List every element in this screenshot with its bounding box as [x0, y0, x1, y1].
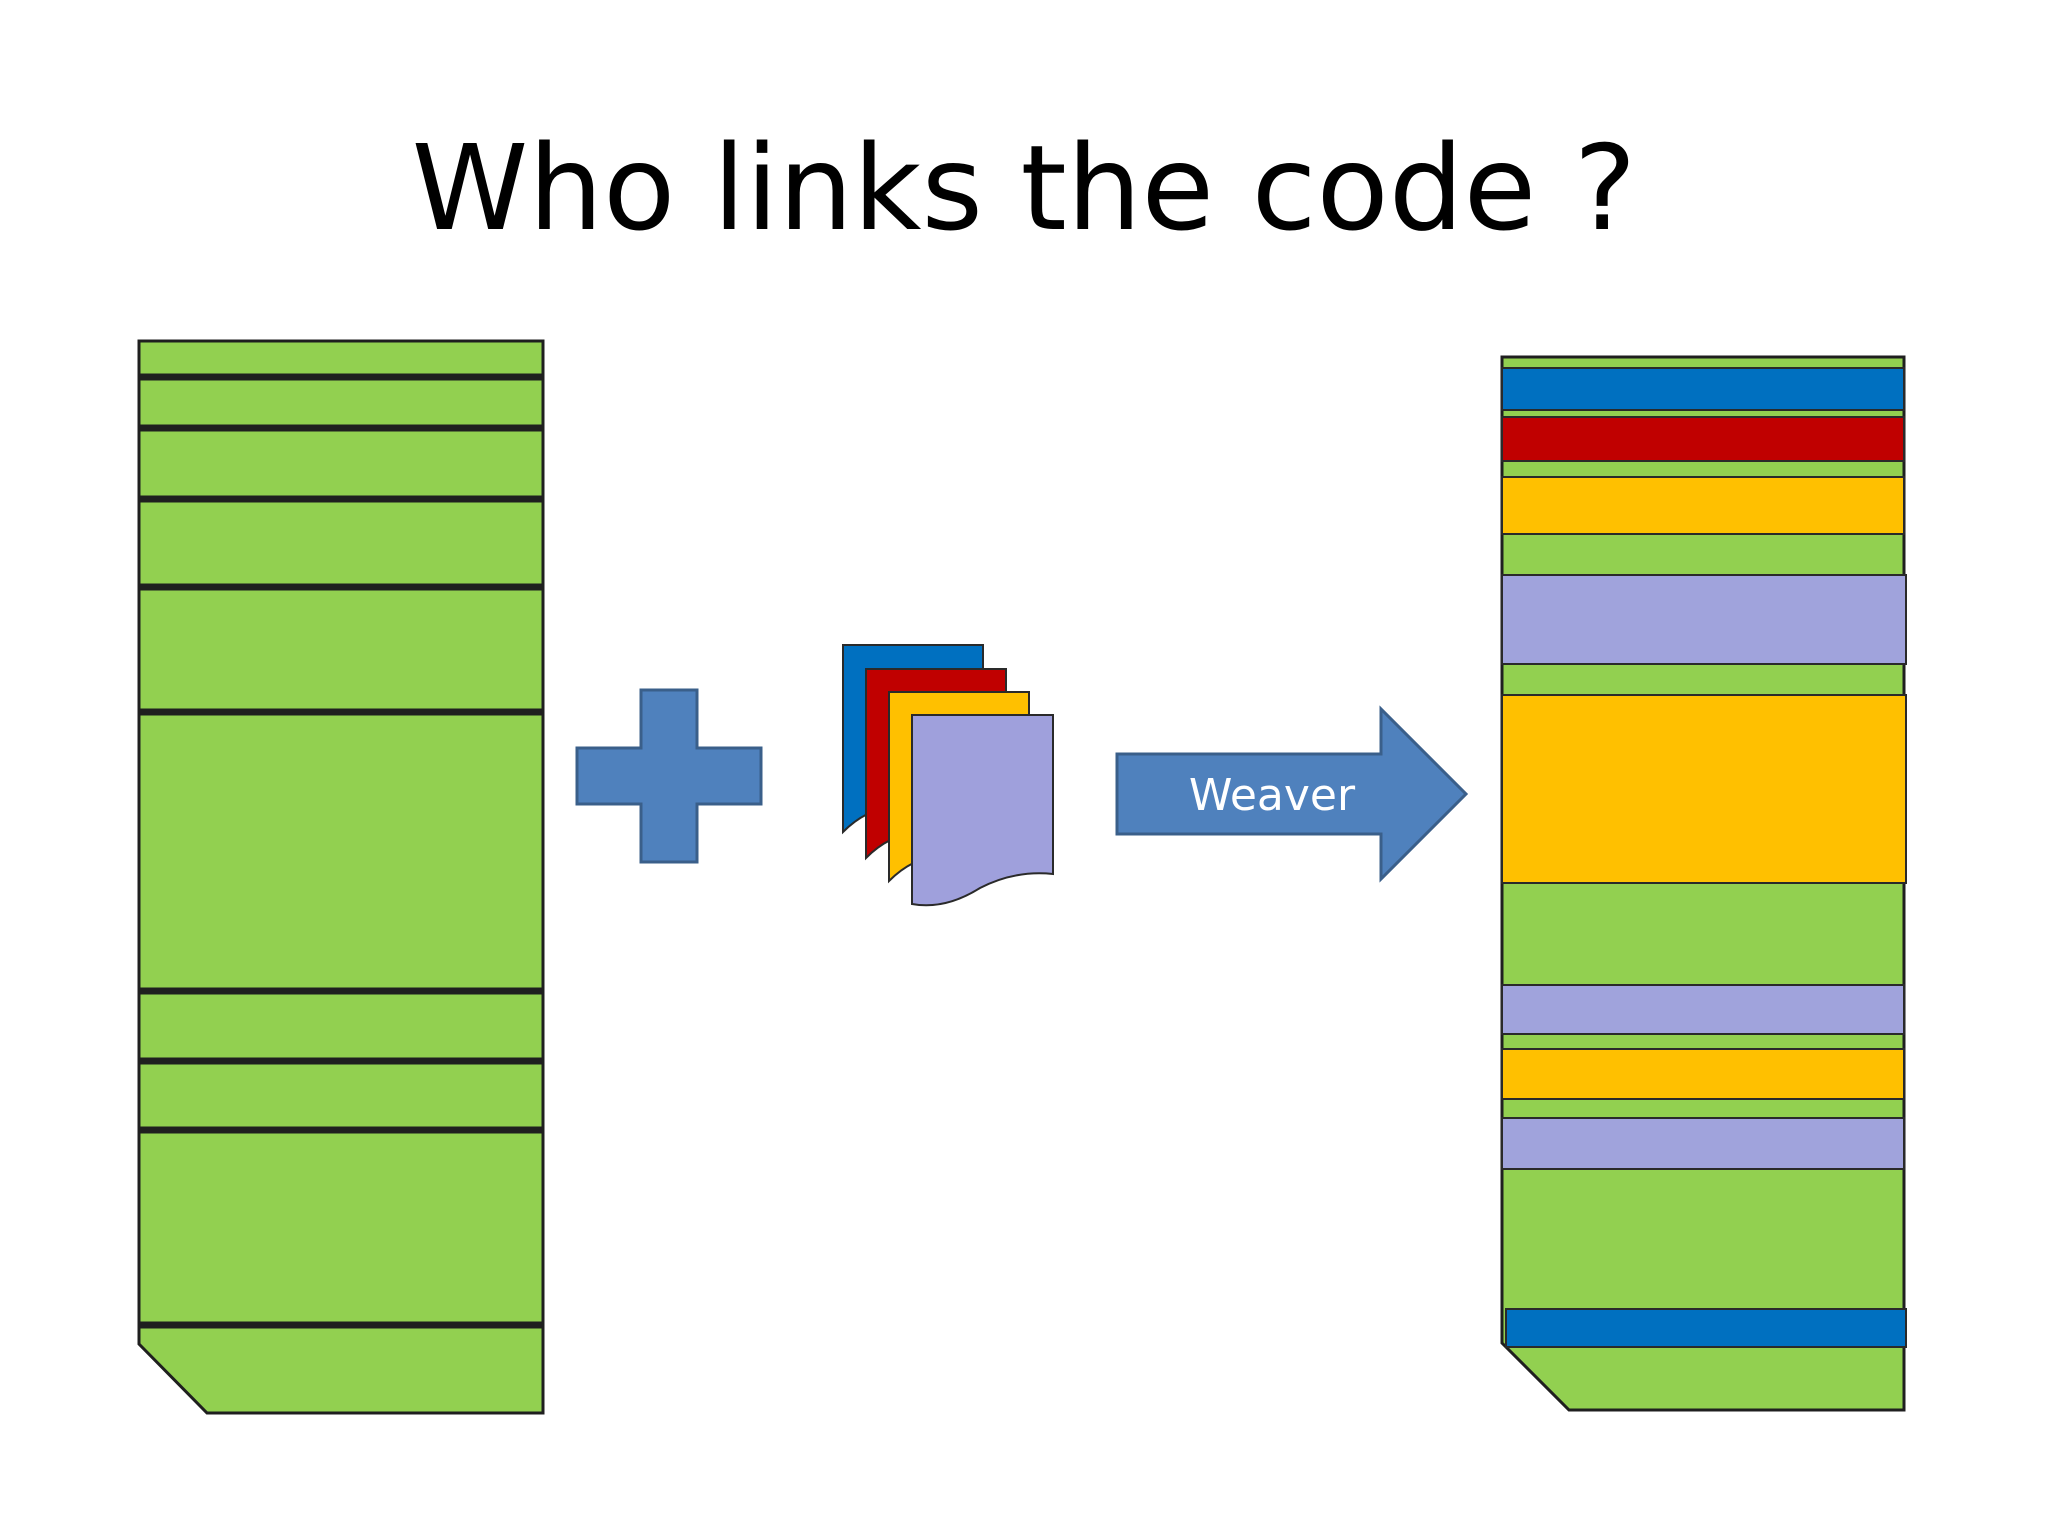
woven-segments — [1501, 367, 1907, 1348]
original-code-dividers — [139, 373, 543, 1329]
woven-segment-yellow — [1501, 1048, 1905, 1100]
slide-title: Who links the code ? — [411, 119, 1637, 257]
woven-segment-blue — [1501, 367, 1905, 411]
document-stack-icon — [842, 644, 1054, 907]
plus-icon — [575, 688, 763, 864]
woven-segment-yellow — [1501, 694, 1907, 884]
weaver-label: Weaver — [1189, 770, 1356, 821]
weaver-arrow: Weaver — [1115, 705, 1469, 883]
right-arrow-icon — [1115, 705, 1469, 883]
original-code-body — [137, 339, 545, 1415]
original-code-block — [137, 339, 545, 1415]
woven-segment-yellow — [1501, 476, 1905, 535]
woven-segment-lavender — [1501, 984, 1905, 1035]
woven-segment-red — [1501, 416, 1905, 462]
woven-segment-lavender — [1501, 574, 1907, 665]
woven-segment-lavender — [1501, 1117, 1905, 1170]
woven-segment-blue — [1505, 1308, 1907, 1348]
aspect-document-lavender — [911, 714, 1054, 907]
woven-code-block — [1500, 355, 1907, 1412]
